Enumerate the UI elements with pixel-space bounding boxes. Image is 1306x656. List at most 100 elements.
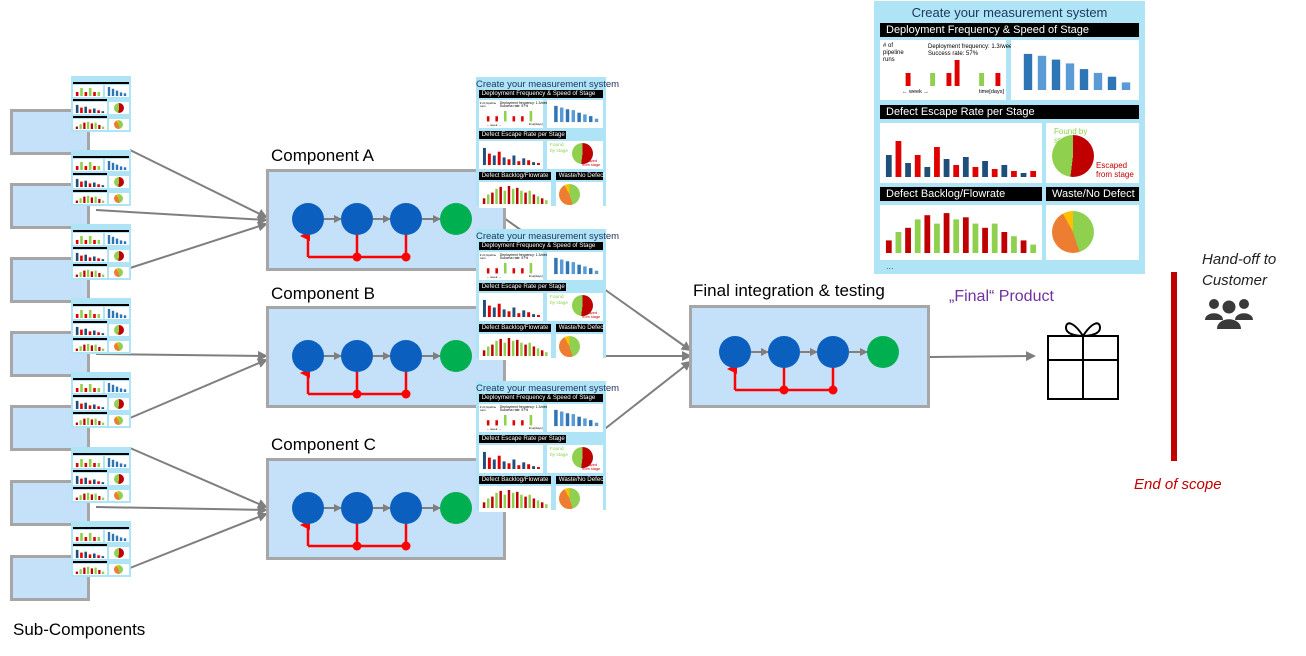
- thumbnail-bar: [536, 163, 540, 166]
- thumbnail-bar: [123, 389, 127, 392]
- mini-panel: [73, 119, 107, 130]
- thumbnail-bar: [500, 420, 503, 426]
- thumbnail-bar: [507, 463, 511, 470]
- thumbnail-bar: [895, 232, 902, 253]
- thumbnail-bar: [97, 258, 100, 261]
- thumbnail-bar: [504, 415, 507, 426]
- thumbnail-bar: [119, 314, 123, 318]
- escape-bars: [482, 148, 540, 166]
- thumbnail-bar: [487, 116, 490, 122]
- thumbnail-bar: [102, 200, 105, 203]
- thumbnail-bar: [107, 458, 111, 467]
- thumbnail-bar: [905, 227, 911, 253]
- thumbnail-bar: [87, 343, 90, 351]
- mini-section-bar: [73, 82, 129, 84]
- thumbnail-bar: [490, 344, 494, 357]
- thumbnail-bar: [84, 537, 88, 541]
- thumbnail-bar: [80, 310, 83, 318]
- thumbnail-bar: [93, 240, 96, 244]
- mini-section-bar: [73, 247, 107, 249]
- thumbnail-bar: [97, 537, 101, 541]
- thumbnail-bar: [519, 190, 523, 205]
- end-of-scope-label: End of scope: [1134, 476, 1222, 493]
- thumbnail-bar: [1065, 63, 1075, 90]
- thumbnail-bar: [1020, 173, 1027, 177]
- thumbnail-bar: [119, 388, 123, 392]
- thumbnail-bar: [93, 463, 96, 467]
- thumbnail-bar: [905, 163, 911, 177]
- mini-bars: [75, 549, 105, 558]
- section-deploy-bar: Deployment Frequency & Speed of Stage: [478, 394, 604, 402]
- thumbnail-bar: [107, 235, 111, 244]
- mini-pie: [114, 251, 124, 261]
- thumbnail-bar: [97, 110, 100, 113]
- stage-node: [292, 203, 324, 235]
- thumbnail-bar: [491, 111, 495, 122]
- week-axis-label: ← week →: [486, 123, 502, 128]
- mini-section-bar: [73, 544, 107, 546]
- thumbnail-bar: [913, 73, 919, 86]
- thumbnail-bar: [75, 571, 78, 574]
- thumbnail-bar: [495, 420, 499, 426]
- thumbnail-bar: [88, 109, 92, 113]
- thumbnail-bar: [88, 331, 92, 335]
- pipeline-axis-label: # of pipeline runs: [479, 100, 497, 109]
- thumbnail-bar: [98, 421, 101, 425]
- thumbnail-bar: [97, 314, 101, 318]
- thumbnail-bar: [519, 342, 523, 357]
- thumbnail-bar: [487, 305, 491, 318]
- thumbnail-bar: [87, 492, 90, 500]
- backlog-bars: [885, 213, 1037, 253]
- thumbnail-bar: [571, 414, 575, 427]
- thumbnail-bar: [93, 166, 96, 170]
- sub-component-dashboard: [71, 447, 131, 503]
- thumbnail-bar: [565, 413, 570, 427]
- waste-pie: [558, 184, 580, 206]
- thumbnail-bar: [101, 407, 105, 409]
- thumbnail-bar: [75, 274, 78, 277]
- thumbnail-bar: [97, 332, 100, 335]
- mini-bars: [75, 492, 105, 500]
- thumbnail-bar: [507, 490, 510, 509]
- section-waste-bar: Waste/No Defect: [555, 476, 605, 484]
- escaped-from-stage-text: Escaped from stage: [1096, 161, 1134, 180]
- thumbnail-bar: [577, 417, 581, 427]
- thumbnail-bar: [75, 166, 79, 170]
- thumbnail-bar: [946, 73, 952, 86]
- rework-dot: [828, 385, 838, 395]
- thumbnail-bar: [79, 569, 82, 574]
- thumbnail-bar: [491, 263, 495, 274]
- thumbnail-bar: [80, 88, 83, 96]
- thumbnail-bar: [101, 556, 105, 558]
- thumbnail-bar: [497, 456, 501, 470]
- final-stage-node: [440, 492, 472, 524]
- thumbnail-bar: [934, 223, 940, 253]
- thumbnail-bar: [119, 92, 123, 96]
- rework-dot: [779, 385, 789, 395]
- thumbnail-bar: [98, 125, 101, 129]
- thumbnail-bar: [531, 162, 535, 166]
- final-integration-label: Final integration & testing: [693, 281, 885, 300]
- found-by-stage-text: Found by stage: [550, 143, 569, 154]
- pipeline-axis-label: # of pipeline runs: [479, 404, 497, 413]
- thumbnail-bar: [94, 493, 97, 500]
- thumbnail-bar: [80, 162, 83, 170]
- waste-panel: [555, 333, 604, 361]
- thumbnail-bar: [540, 502, 544, 509]
- thumbnail-bar: [987, 60, 993, 86]
- thumbnail-bar: [494, 189, 498, 205]
- thumbnail-bar: [517, 415, 520, 426]
- thumbnail-bar: [94, 270, 97, 277]
- thumbnail-bar: [953, 165, 960, 177]
- thumbnail-bar: [1037, 55, 1047, 90]
- thumbnail-bar: [972, 167, 979, 177]
- thumbnail-bar: [517, 313, 520, 318]
- thumbnail-bar: [84, 92, 88, 96]
- mini-pie: [114, 548, 124, 558]
- thumbnail-bar: [102, 497, 105, 500]
- thumbnail-bar: [1001, 165, 1008, 177]
- thumbnail-bar: [111, 384, 115, 392]
- thumbnail-bar: [502, 157, 506, 166]
- thumbnail-bar: [87, 417, 90, 425]
- section-waste-bar: Waste/No Defect: [1046, 187, 1139, 201]
